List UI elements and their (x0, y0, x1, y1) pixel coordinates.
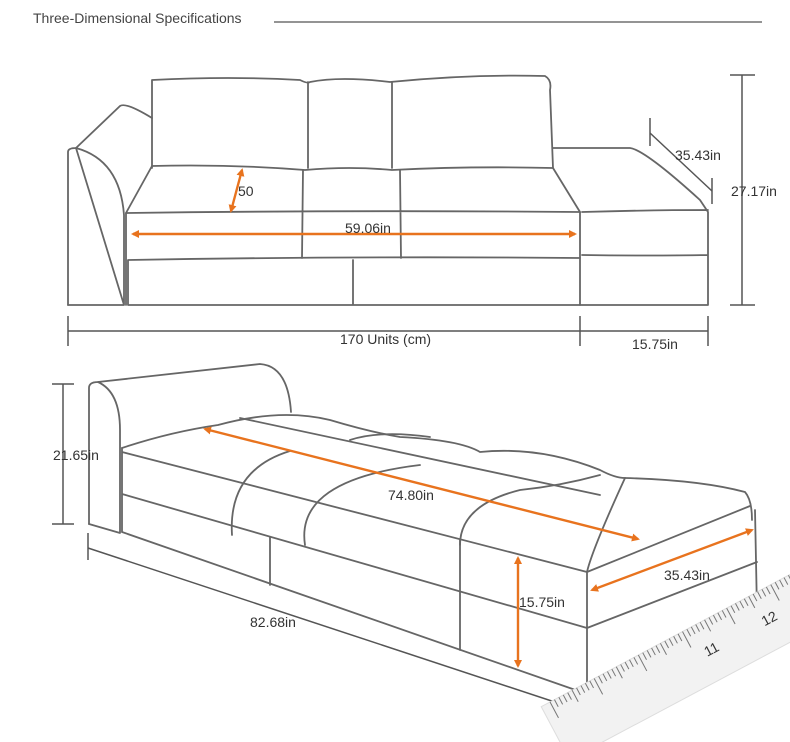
ruler-tick (607, 671, 612, 679)
ruler-tick (598, 675, 603, 684)
perspective-dimensions (52, 383, 754, 742)
ruler-tick (668, 638, 674, 646)
ruler-tick (743, 598, 749, 607)
ruler-tick (642, 652, 647, 660)
ruler-tick (580, 685, 586, 693)
perspective-view-sofa (88, 363, 758, 695)
ruler-tick (611, 668, 617, 677)
ruler-tick (690, 626, 696, 635)
ruler-tick (620, 664, 625, 672)
seat-depth-arrow (228, 168, 245, 213)
ruler-tick (726, 607, 736, 625)
ruler-tick (717, 612, 723, 621)
seat-depth-label: 50 (238, 183, 254, 199)
arm-height-label: 21.65in (53, 447, 99, 463)
ruler-tick (712, 614, 718, 623)
ruler-tick (695, 624, 700, 632)
ruler-tick (704, 619, 712, 632)
ruler-tick (721, 610, 727, 618)
ruler-tick (752, 593, 758, 602)
chaise-width-label: 15.75in (632, 336, 678, 352)
chaise-depth-arrow (590, 528, 754, 592)
ruler-tick (770, 584, 780, 601)
chaise-depth-label-perspective: 35.43in (664, 567, 710, 583)
ruler-label-12: 12 (759, 607, 780, 629)
ruler-tick (602, 673, 608, 682)
ruler-tick (571, 690, 579, 702)
ruler-tick (708, 617, 714, 625)
ruler-tick (659, 643, 667, 656)
ruler-tick (699, 621, 705, 630)
ruler-tick (655, 645, 661, 653)
ruler-tick (646, 650, 652, 658)
ruler-tick (765, 586, 771, 595)
ruler-tick (735, 603, 740, 611)
ruler-tick (677, 633, 683, 642)
seat-width-label: 59.06in (345, 220, 391, 236)
ruler-tick (589, 680, 594, 689)
ruler-tick (664, 640, 670, 649)
ruler-tick (730, 605, 736, 614)
ruler-tick (682, 631, 692, 648)
front-view-sofa (67, 74, 709, 306)
ruler-tick (633, 657, 639, 665)
height-label: 27.17in (731, 183, 777, 199)
chaise-depth-label: 35.43in (675, 147, 721, 163)
ruler-tick (686, 628, 692, 637)
seat-length-arrow (203, 426, 640, 542)
ruler-tick (567, 692, 572, 700)
ruler-tick (774, 582, 780, 590)
ruler-label-11: 11 (701, 638, 722, 659)
ruler-tick (651, 647, 656, 656)
seat-length-label: 74.80in (388, 487, 434, 503)
ruler: 11 12 (540, 565, 790, 742)
ruler-tick (624, 661, 630, 670)
ruler-tick (748, 596, 756, 609)
ruler-tick (761, 589, 767, 597)
ruler-tick (576, 687, 581, 696)
ruler-tick (783, 577, 789, 585)
ruler-tick (673, 636, 678, 644)
total-length-label: 82.68in (250, 614, 296, 630)
ruler-tick (779, 579, 784, 588)
ruler-tick (637, 654, 648, 672)
seat-height-label: 15.75in (519, 594, 565, 610)
section-title: Three-Dimensional Specifications (33, 10, 242, 26)
ruler-tick (629, 659, 634, 668)
ruler-tick (562, 694, 568, 703)
ruler-tick (593, 678, 604, 695)
ruler-tick (757, 591, 762, 599)
ruler-tick (554, 699, 559, 707)
front-dimensions (67, 74, 755, 346)
ruler-tick (615, 666, 623, 679)
ruler-tick (739, 600, 745, 609)
ruler-tick (549, 701, 559, 719)
ruler-tick (558, 697, 564, 705)
ruler-tick (788, 574, 790, 583)
total-width-label: 170 Units (cm) (340, 331, 431, 347)
ruler-tick (584, 682, 590, 691)
